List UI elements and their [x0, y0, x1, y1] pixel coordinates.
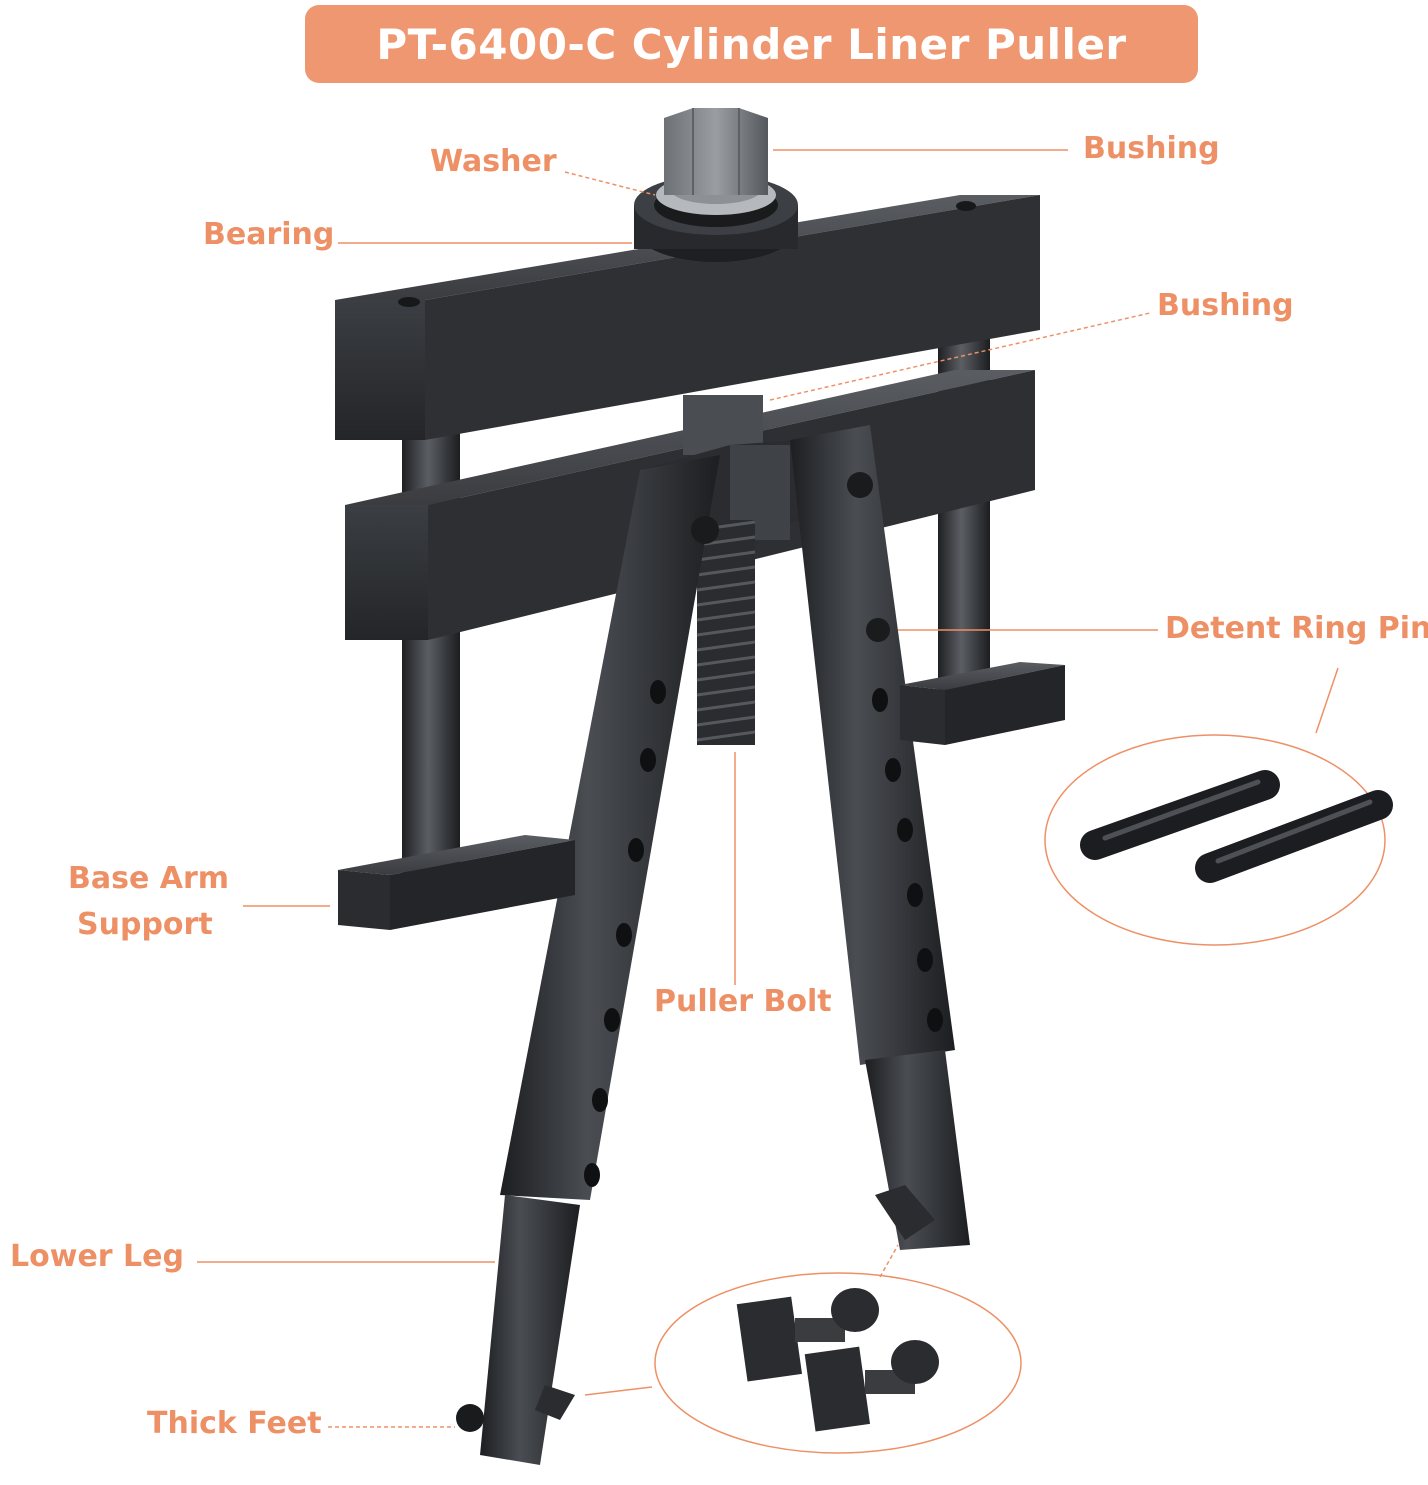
detent-pin-2 — [1195, 790, 1393, 883]
leader-thick-feet-inset — [584, 1386, 653, 1396]
right-base-arm-support — [900, 662, 1065, 745]
label-base-arm-support-line1: Base Arm — [68, 861, 230, 896]
puller-bolt — [696, 520, 756, 745]
thick-feet-inset — [654, 1272, 1022, 1454]
label-puller-bolt: Puller Bolt — [654, 984, 832, 1019]
label-base-arm-support-line2: Support — [77, 907, 213, 942]
left-foot — [456, 1385, 575, 1432]
label-lower-leg: Lower Leg — [10, 1239, 184, 1274]
leader-bushing-mid — [769, 312, 1151, 401]
detent-pin-inset — [1044, 734, 1393, 946]
label-bushing-top: Bushing — [1083, 131, 1220, 166]
foot-screw-1 — [736, 1288, 879, 1382]
right-foot — [875, 1185, 935, 1240]
label-detent-ring-pin: Detent Ring Pin — [1165, 611, 1428, 646]
left-leg — [480, 455, 720, 1465]
foot-screw-2 — [804, 1340, 939, 1432]
label-bearing: Bearing — [203, 217, 335, 252]
top-hex-bushing — [664, 108, 768, 195]
left-base-arm-support — [338, 835, 575, 930]
leader-washer — [564, 171, 656, 196]
page-title: PT-6400-C Cylinder Liner Puller — [376, 19, 1127, 69]
label-thick-feet: Thick Feet — [147, 1406, 322, 1441]
label-bushing-mid: Bushing — [1157, 288, 1294, 323]
detent-pin-1 — [1080, 770, 1280, 860]
title-banner: PT-6400-C Cylinder Liner Puller — [305, 5, 1198, 83]
leader-foot-inset — [879, 1244, 899, 1278]
label-washer: Washer — [430, 144, 557, 179]
leader-lines — [197, 149, 1339, 1428]
leader-detent-inset — [1315, 667, 1339, 734]
